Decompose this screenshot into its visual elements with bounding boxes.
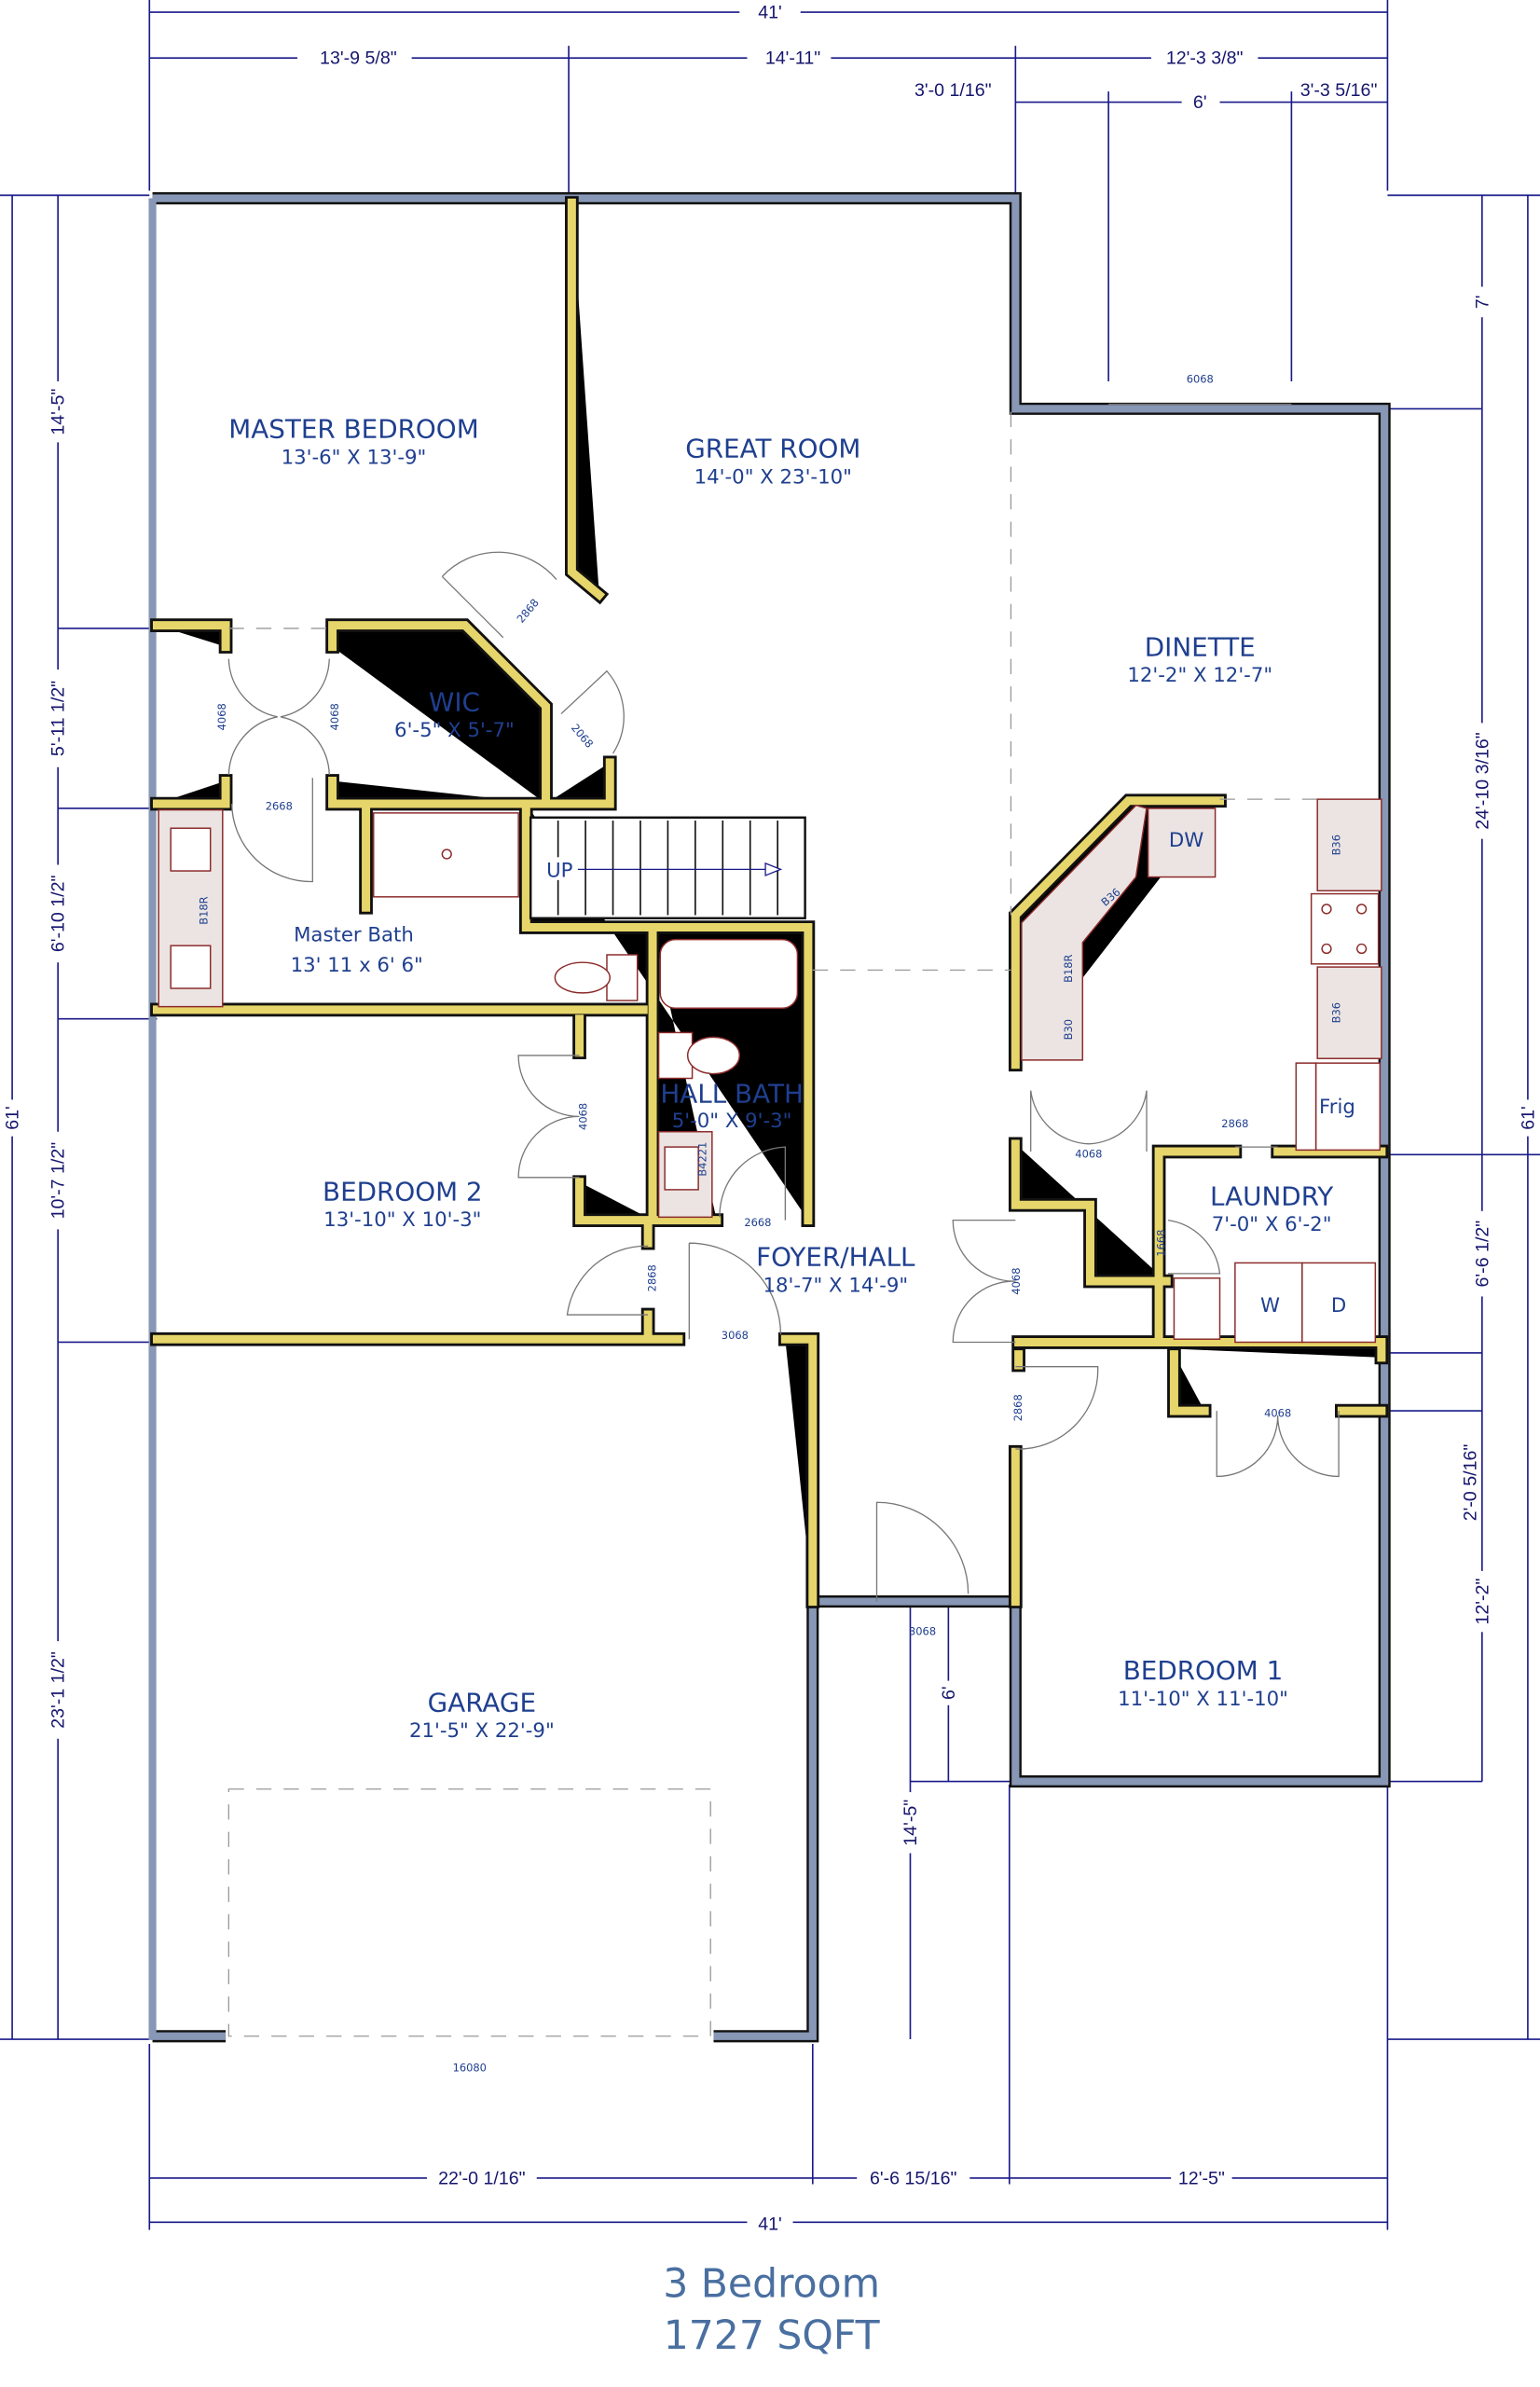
plan-title: 3 Bedroom [663, 2261, 880, 2307]
cabinet-b36-top [1316, 798, 1382, 892]
refrigerator [1314, 1062, 1381, 1152]
bathtub [659, 938, 799, 1009]
b30-label: B30 [1062, 1019, 1075, 1040]
dim-top-2: 14'-11" [765, 48, 820, 69]
dim-bottom-2: 6'-6 15/16" [870, 2168, 957, 2188]
dim-left-5: 23'-1 1/2" [48, 1651, 69, 1729]
stairs: UP [529, 816, 806, 919]
interior-walls [157, 203, 1381, 1602]
code-kitchen: 2868 [1221, 1117, 1248, 1130]
room-foyer-size: 18'-7" X 14'-9" [763, 1275, 908, 1298]
room-laundry: LAUNDRY [1210, 1180, 1334, 1211]
dim-bottom-3: 12'-5" [1178, 2168, 1225, 2188]
code-b2-door: 2868 [645, 1264, 658, 1291]
dim-entry-14: 14'-5" [901, 1800, 921, 1846]
toilet-hall [657, 1031, 694, 1080]
room-laundry-size: 7'-0" X 6'-2" [1212, 1213, 1332, 1236]
room-hall-bath: HALL BATH [660, 1079, 804, 1110]
washer-label: W [1260, 1294, 1280, 1318]
dim-left-1: 14'-5" [48, 389, 69, 435]
dim-left-3: 6'-10 1/2" [48, 875, 69, 952]
code-wic-door: 2068 [569, 721, 596, 750]
dim-right-total: 61' [1518, 1106, 1538, 1130]
room-bedroom1-size: 11'-10" X 11'-10" [1118, 1688, 1288, 1711]
frig-label: Frig [1319, 1096, 1355, 1119]
stairs-up-label: UP [546, 860, 573, 883]
room-bedroom1: BEDROOM 1 [1123, 1655, 1284, 1686]
code-b2-closet: 4068 [577, 1103, 590, 1130]
room-great-room: GREAT ROOM [685, 434, 860, 464]
cabinet-b36-bottom [1316, 966, 1382, 1059]
dim-left-total: 61' [3, 1106, 23, 1130]
dim-right-4: 2'-0 5/16" [1460, 1444, 1480, 1522]
room-garage: GARAGE [428, 1687, 536, 1718]
dim-right-1: 7' [1472, 296, 1492, 310]
room-wic: WIC [429, 686, 480, 717]
dim-top-1: 13'-9 5/8" [320, 48, 397, 69]
dim-top-total: 41' [758, 3, 782, 23]
dim-bottom-total: 41' [758, 2215, 782, 2235]
dim-bottom-1: 22'-0 1/16" [438, 2168, 526, 2188]
room-dinette: DINETTE [1145, 631, 1256, 662]
dim-top-3: 12'-3 3/8" [1166, 48, 1244, 69]
dim-top-sub-2: 6' [1193, 92, 1207, 113]
room-master-bath: Master Bath [294, 923, 414, 946]
room-bedroom2-size: 13'-10" X 10'-3" [323, 1208, 481, 1232]
room-bedroom2: BEDROOM 2 [323, 1176, 483, 1207]
dishwasher [1147, 807, 1217, 878]
room-hall-bath-size: 5'-0" X 9'-3" [672, 1110, 792, 1133]
dryer-label: D [1331, 1294, 1346, 1318]
b18r-label: B18R [1062, 955, 1075, 983]
b36-top-label: B36 [1330, 835, 1343, 855]
dim-entry-6: 6' [939, 1686, 959, 1700]
room-boundaries [227, 411, 1382, 2037]
doors [227, 403, 1340, 1602]
washer [1234, 1262, 1303, 1344]
code-foyer-closet: 4068 [1010, 1268, 1023, 1295]
code-slider: 6068 [1187, 373, 1214, 386]
room-garage-size: 21'-5" X 22'-9" [409, 1719, 555, 1743]
room-master-bath-size: 13' 11 x 6' 6" [291, 954, 423, 977]
room-dinette-size: 12'-2" X 12'-7" [1127, 664, 1272, 687]
code-laundry-door: 1668 [1155, 1230, 1168, 1257]
code-garage-entry: 3068 [909, 1625, 936, 1638]
code-hb-door: 2668 [744, 1216, 771, 1229]
room-master-bedroom-size: 13'-6" X 13'-9" [282, 446, 427, 469]
code-pantry: 4068 [1075, 1148, 1102, 1161]
dim-left-4: 10'-7 1/2" [48, 1142, 69, 1220]
code-gr-door: 2868 [514, 596, 541, 625]
dim-right-5: 12'-2" [1472, 1579, 1492, 1625]
dim-left-2: 5'-11 1/2" [48, 681, 69, 756]
code-b1-closet: 4068 [1264, 1407, 1291, 1420]
code-b1-door: 2868 [1011, 1394, 1024, 1421]
code-garage-door: 16080 [453, 2061, 487, 2074]
dw-label: DW [1169, 829, 1203, 852]
kitchen-corner-cabinets [1021, 804, 1148, 1061]
room-foyer: FOYER/HALL [756, 1242, 915, 1273]
code-front: 3068 [722, 1329, 749, 1342]
code-mb-door: 2668 [266, 800, 293, 813]
dim-top-sub-3: 3'-3 5/16" [1300, 80, 1378, 101]
range [1310, 892, 1380, 965]
b36-bottom-label: B36 [1330, 1002, 1343, 1023]
room-labels: MASTER BEDROOM 13'-6" X 13'-9" GREAT ROO… [228, 413, 1334, 1743]
dimension-labels: 41' 13'-9 5/8" 14'-11" 12'-3 3/8" 3'-0 1… [1, 1, 1538, 2235]
code-closet-b: 4068 [328, 703, 341, 730]
dim-right-2: 24'-10 3/16" [1472, 732, 1492, 830]
room-master-bedroom: MASTER BEDROOM [228, 413, 478, 444]
plan-square-footage: 1727 SQFT [664, 2313, 881, 2359]
code-closet-a: 4068 [215, 703, 228, 730]
dim-right-3: 6'-6 1/2" [1472, 1221, 1492, 1288]
hall-vanity-label: B4221 [695, 1142, 708, 1177]
exterior-walls [148, 192, 1391, 2043]
room-great-room-size: 14'-0" X 23'-10" [694, 466, 852, 490]
master-vanity-label: B18R [197, 896, 210, 924]
laundry-sink [1173, 1277, 1221, 1340]
room-wic-size: 6'-5" X 5'-7" [394, 719, 515, 742]
dim-top-sub-1: 3'-0 1/16" [914, 80, 992, 101]
dryer [1301, 1262, 1377, 1344]
fixtures: B18R B4221 DW B36 B18R B30 B36 B36 Frig … [158, 798, 1382, 1344]
toilet-master [606, 954, 639, 1001]
